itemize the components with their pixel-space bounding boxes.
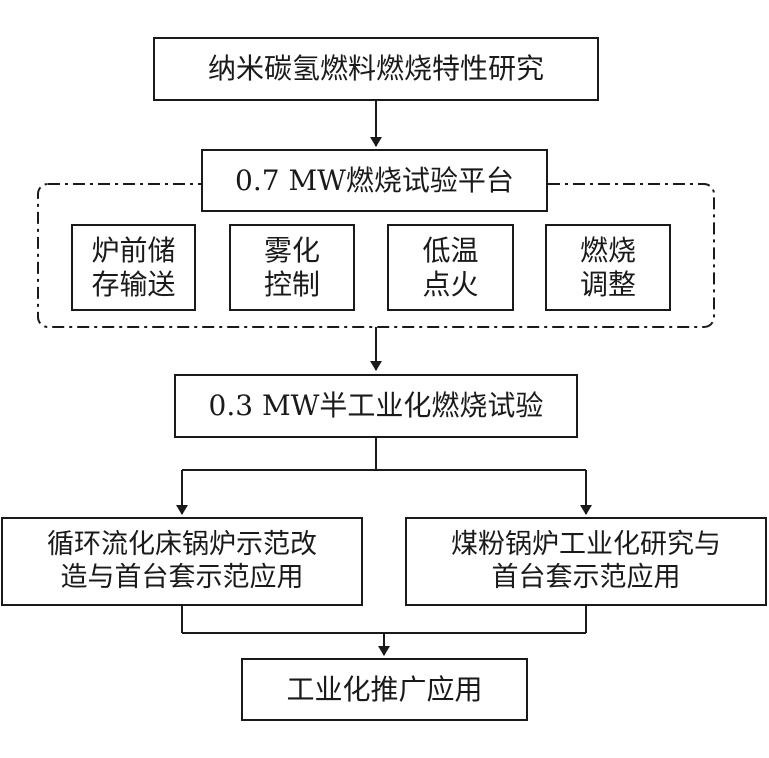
module-adjustment-line2: 调整 — [579, 267, 636, 301]
right-branch-line1: 煤粉锅炉工业化研究与 — [451, 529, 721, 561]
module-ignition-line1: 低温 — [422, 233, 479, 267]
module-box-storage: 炉前储 存输送 — [71, 224, 196, 311]
module-box-adjustment: 燃烧 调整 — [545, 224, 671, 311]
module-box-atomization: 雾化 控制 — [229, 224, 355, 311]
bottom-promotion-box: 工业化推广应用 — [241, 658, 528, 721]
right-branch-line2: 首台套示范应用 — [491, 561, 681, 593]
platform-title-label: 0.7 MW燃烧试验平台 — [235, 163, 514, 197]
left-branch-box: 循环流化床锅炉示范改 造与首台套示范应用 — [1, 517, 363, 606]
module-adjustment-line1: 燃烧 — [579, 233, 636, 267]
module-ignition-line2: 点火 — [422, 267, 479, 301]
platform-title-box: 0.7 MW燃烧试验平台 — [201, 149, 548, 212]
module-storage-line1: 炉前储 — [91, 233, 176, 267]
top-research-box: 纳米碳氢燃料燃烧特性研究 — [153, 37, 599, 101]
right-branch-box: 煤粉锅炉工业化研究与 首台套示范应用 — [405, 517, 767, 606]
module-atomization-line2: 控制 — [263, 267, 320, 301]
semi-industrial-box: 0.3 MW半工业化燃烧试验 — [174, 374, 578, 438]
left-branch-line2: 造与首台套示范应用 — [60, 561, 304, 593]
semi-industrial-label: 0.3 MW半工业化燃烧试验 — [208, 389, 544, 423]
left-branch-line1: 循环流化床锅炉示范改 — [47, 529, 317, 561]
module-box-ignition: 低温 点火 — [387, 224, 514, 311]
bottom-promotion-label: 工业化推广应用 — [286, 672, 483, 706]
top-research-label: 纳米碳氢燃料燃烧特性研究 — [207, 52, 544, 86]
module-storage-line2: 存输送 — [91, 267, 176, 301]
module-atomization-line1: 雾化 — [263, 233, 320, 267]
